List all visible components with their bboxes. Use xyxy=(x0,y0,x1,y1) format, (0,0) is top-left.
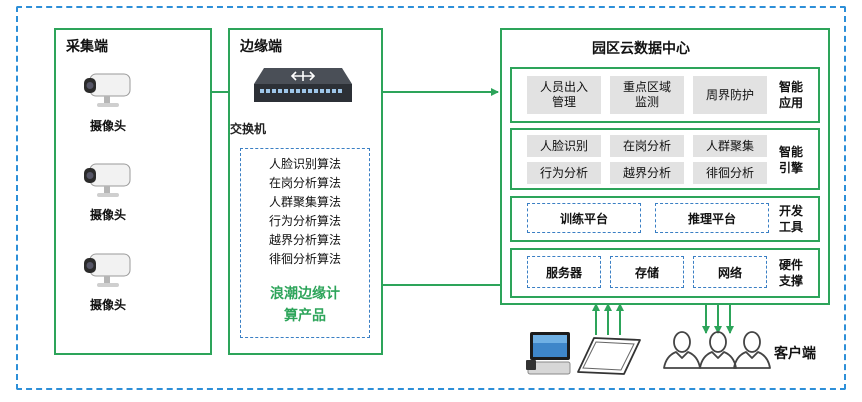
hardware-label: 硬件支撑 xyxy=(778,258,803,288)
engine-item-crowd: 人群聚集 xyxy=(693,135,767,157)
edge-product-name-line1: 浪潮边缘计 xyxy=(270,286,340,302)
cctv-camera-icon xyxy=(84,73,131,107)
algorithm-item: 越界分析算法 xyxy=(268,233,341,247)
engine-item-boundary: 越界分析 xyxy=(610,162,684,184)
algorithm-item: 人群聚集算法 xyxy=(268,195,341,209)
pos-terminal-icon xyxy=(526,332,571,375)
dev-tools-label: 开发工具 xyxy=(778,204,803,234)
cloud-title: 园区云数据中心 xyxy=(592,41,690,57)
switch-label: 交换机 xyxy=(230,122,267,136)
camera-label: 摄像头 xyxy=(89,208,126,222)
cctv-camera-icon xyxy=(84,163,131,197)
training-platform: 训练平台 xyxy=(527,203,641,233)
app-item-perimeter: 周界防护 xyxy=(693,76,767,114)
engine-item-face: 人脸识别 xyxy=(527,135,601,157)
user-silhouette-icon xyxy=(663,331,701,369)
inference-platform: 推理平台 xyxy=(655,203,769,233)
engine-item-onduty: 在岗分析 xyxy=(610,135,684,157)
app-item-key-area: 重点区域监测 xyxy=(610,76,684,114)
algorithm-item: 行为分析算法 xyxy=(268,214,341,228)
collect-title: 采集端 xyxy=(66,39,108,55)
edge-product-name-line2: 算产品 xyxy=(284,308,326,324)
edge-title: 边缘端 xyxy=(240,39,282,55)
app-item-personnel: 人员出入管理 xyxy=(527,76,601,114)
outer-frame xyxy=(16,6,846,390)
client-label: 客户端 xyxy=(774,346,816,362)
hardware-network: 网络 xyxy=(693,256,767,288)
smart-engine-label: 智能引擎 xyxy=(778,145,803,175)
engine-item-behavior: 行为分析 xyxy=(527,162,601,184)
user-silhouette-icon xyxy=(733,331,771,369)
algorithm-item: 徘徊分析算法 xyxy=(268,252,341,266)
smart-application-label: 智能应用 xyxy=(778,80,803,110)
network-switch-icon xyxy=(254,68,352,102)
hardware-storage: 存储 xyxy=(610,256,684,288)
algorithm-item: 在岗分析算法 xyxy=(268,176,341,190)
engine-item-loitering: 徘徊分析 xyxy=(693,162,767,184)
hardware-server: 服务器 xyxy=(527,256,601,288)
edge-algorithm-box: 人脸识别算法 在岗分析算法 人群聚集算法 行为分析算法 越界分析算法 徘徊分析算… xyxy=(240,148,370,338)
camera-label: 摄像头 xyxy=(89,119,126,133)
cctv-camera-icon xyxy=(84,253,131,287)
tablet-icon xyxy=(577,337,641,375)
collect-panel xyxy=(54,28,212,355)
algorithm-item: 人脸识别算法 xyxy=(268,157,341,171)
camera-label: 摄像头 xyxy=(89,298,126,312)
